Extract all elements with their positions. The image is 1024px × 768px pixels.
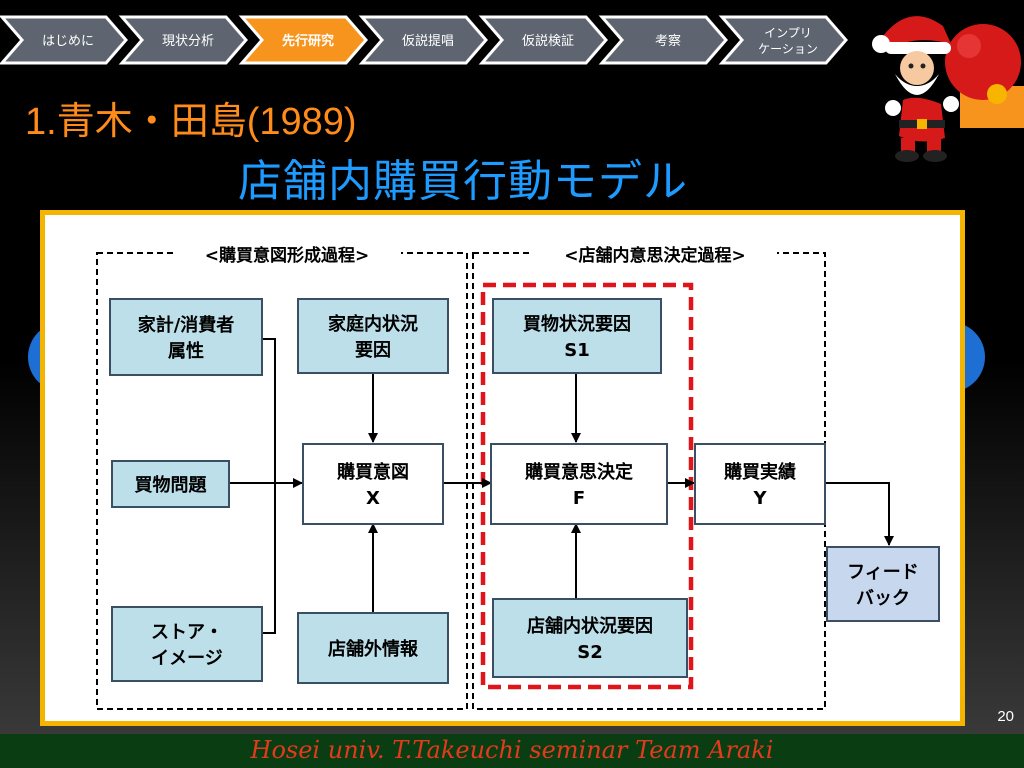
diagram-panel: <購買意図形成過程> <店舗内意思決定過程> 家計/消費者属性家庭内状況要因買物…: [40, 210, 965, 726]
nav-tab-label-6-2: ケーション: [758, 42, 818, 56]
box-decision-text-1: F: [573, 488, 585, 509]
box-feedback-text-1: バック: [856, 588, 910, 609]
footer-bar: Hosei univ. T.Takeuchi seminar Team Arak…: [0, 734, 1024, 768]
box-decision: [490, 443, 668, 525]
box-problem: [111, 460, 230, 508]
box-decision-text-0: 購買意思決定: [524, 461, 633, 483]
box-attr: [109, 298, 263, 376]
box-info-text-0: 店舗外情報: [328, 638, 419, 660]
box-home: [297, 298, 449, 374]
box-feedback-text-0: フィード: [847, 562, 919, 583]
box-intent-text-1: X: [366, 488, 380, 509]
box-image-text-0: ストア・: [151, 622, 223, 643]
box-home-text-0: 家庭内状況: [328, 313, 418, 335]
nav-tab-3[interactable]: [358, 15, 488, 65]
box-intent: [302, 443, 444, 525]
box-s1-text-0: 買物状況要因: [523, 313, 631, 335]
arrow-result-to-feedback: [825, 482, 894, 546]
nav-tab-5[interactable]: [598, 15, 728, 65]
nav-tab-label-4: 仮説検証: [522, 33, 574, 49]
nav-tab-label-5: 考察: [655, 34, 681, 49]
page-number: 20: [997, 708, 1014, 725]
box-intent-text-0: 購買意図: [336, 461, 409, 483]
nav-tab-0[interactable]: [0, 15, 128, 65]
box-result-text-0: 購買実績: [723, 461, 796, 483]
box-image: [111, 606, 263, 682]
nav-tab-label-0: はじめに: [42, 34, 94, 49]
nav-tab-label-2: 先行研究: [282, 33, 334, 49]
box-s2-text-0: 店舗内状況要因: [527, 615, 653, 637]
box-image-text-1: イメージ: [151, 648, 223, 669]
slide-title: 1.青木・田島(1989): [25, 101, 357, 143]
slide-subtitle: 店舗内購買行動モデル: [238, 156, 688, 207]
nav-tab-4[interactable]: [478, 15, 608, 65]
box-attr-text-1: 属性: [168, 340, 204, 362]
footer-text: Hosei univ. T.Takeuchi seminar Team Arak…: [250, 736, 774, 764]
box-problem-text-0: 買物問題: [135, 474, 208, 496]
group-label-left: <購買意図形成過程>: [205, 245, 370, 266]
nav-tab-label-6: インプリ: [764, 26, 812, 40]
box-result: [694, 443, 826, 525]
box-info: [297, 612, 449, 684]
nav-tab-label-3: 仮説提唱: [402, 33, 454, 49]
box-feedback: [826, 546, 940, 622]
box-home-text-1: 要因: [355, 340, 391, 361]
nav-tab-label-1: 現状分析: [162, 34, 214, 49]
box-s1: [492, 298, 662, 374]
nav-tab-6[interactable]: [718, 15, 848, 65]
nav-tab-2[interactable]: [238, 15, 368, 65]
nav-tab-1[interactable]: [118, 15, 248, 65]
group-label-right: <店舗内意思決定過程>: [564, 245, 746, 266]
box-s1-text-1: S1: [564, 340, 590, 361]
box-s2: [492, 598, 688, 678]
santa-illustration: [872, 16, 1021, 162]
box-attr-text-0: 家計/消費者: [138, 314, 235, 336]
box-result-text-1: Y: [752, 488, 767, 509]
purchase-behavior-diagram: <購買意図形成過程> <店舗内意思決定過程> 家計/消費者属性家庭内状況要因買物…: [96, 241, 940, 710]
box-s2-text-1: S2: [577, 642, 603, 663]
